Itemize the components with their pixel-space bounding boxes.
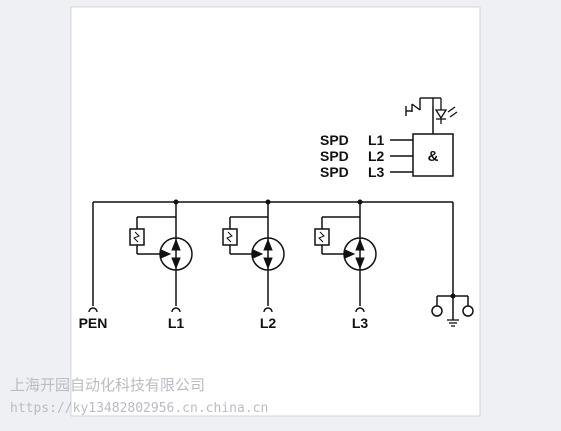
pen-terminal: [88, 307, 98, 313]
signal-contact-icon: [405, 97, 441, 116]
pen-label: PEN: [79, 315, 108, 331]
l2-label: L2: [260, 315, 277, 331]
and-gate-label: &: [428, 148, 439, 165]
earth-junction-dot: [450, 293, 456, 299]
line-label-3: L3: [368, 164, 385, 180]
watermark-company: 上海开园自动化科技有限公司: [10, 376, 205, 394]
l3-label: L3: [352, 315, 369, 331]
led-icon: [434, 98, 458, 124]
watermark-url: https://ky13482802956.cn.china.cn: [10, 401, 268, 416]
l1-terminal: [171, 307, 181, 313]
diagram-panel: [70, 6, 481, 417]
l1-label: L1: [168, 315, 185, 331]
spd-label-2: SPD: [320, 148, 349, 164]
line-label-2: L2: [368, 148, 385, 164]
spd-label-1: SPD: [320, 132, 349, 148]
l2-terminal: [263, 307, 273, 313]
junction-dot-l3: [357, 199, 363, 205]
junction-dot-l1: [173, 199, 179, 205]
spd-label-3: SPD: [320, 164, 349, 180]
earth-terminal-right: [462, 305, 474, 317]
earth-terminal-left: [431, 305, 443, 317]
junction-dot-l2: [265, 199, 271, 205]
l3-terminal: [355, 307, 365, 313]
line-label-1: L1: [368, 132, 385, 148]
ground-icon: [447, 319, 459, 327]
